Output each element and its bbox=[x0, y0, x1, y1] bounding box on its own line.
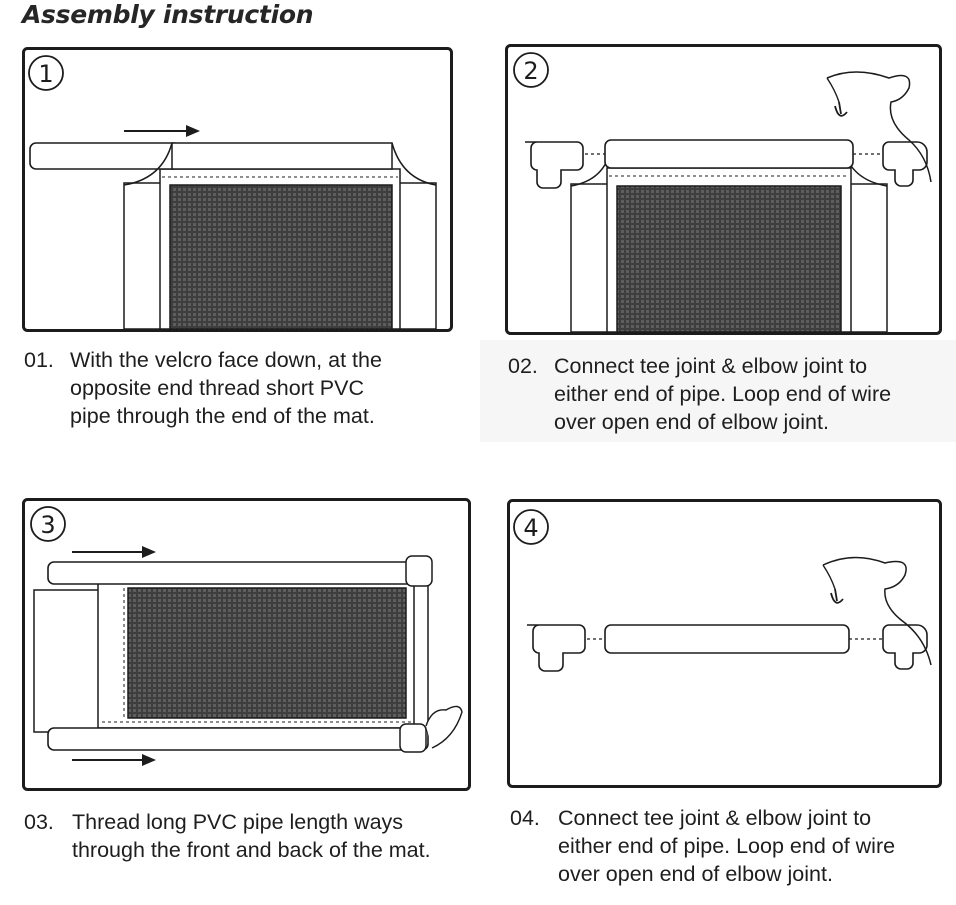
caption-line: With the velcro face down, at the bbox=[70, 348, 382, 372]
step-3-panel: 3 bbox=[22, 498, 472, 792]
caption-line: over open end of elbow joint. bbox=[558, 862, 833, 886]
step-1-illustration: 1 bbox=[22, 47, 453, 332]
caption-line: through the front and back of the mat. bbox=[72, 838, 431, 862]
wire-loop bbox=[822, 556, 932, 666]
caption-line: either end of pipe. Loop end of wire bbox=[554, 382, 892, 406]
step-badge-3 bbox=[30, 506, 66, 542]
caption-line: opposite end thread short PVC bbox=[70, 376, 365, 400]
step-1-panel: 1 bbox=[22, 47, 454, 333]
step-4-illustration: 4 bbox=[507, 499, 942, 788]
pvc-pipe bbox=[604, 624, 850, 654]
tee-joint bbox=[525, 141, 584, 189]
step-badge-4 bbox=[513, 509, 549, 545]
step-number: 04. bbox=[510, 806, 540, 830]
step-4-panel: 4 bbox=[507, 499, 943, 789]
mesh-mat bbox=[127, 587, 407, 719]
step-badge-1 bbox=[28, 55, 64, 91]
tee-joint bbox=[527, 624, 586, 672]
long-pvc-pipe-top bbox=[47, 561, 429, 585]
wire-loop bbox=[826, 71, 932, 183]
hook-icon bbox=[830, 588, 844, 604]
step-badge-3-label: 3 bbox=[40, 511, 55, 539]
step-3-caption: 03. Thread long PVC pipe length ways thr… bbox=[24, 808, 494, 870]
caption-line: over open end of elbow joint. bbox=[554, 410, 829, 434]
step-2-illustration: 2 bbox=[505, 44, 942, 335]
page-title: Assembly instruction bbox=[22, 0, 314, 29]
mesh-mat bbox=[616, 185, 842, 333]
step-1-caption: 01. With the velcro face down, at the op… bbox=[24, 346, 464, 436]
caption-line: Connect tee joint & elbow joint to bbox=[558, 806, 872, 830]
elbow-joint bbox=[882, 624, 928, 670]
step-3-illustration: 3 bbox=[22, 498, 471, 791]
caption-line: Thread long PVC pipe length ways bbox=[72, 810, 404, 834]
elbow-joint bbox=[425, 705, 463, 749]
step-number: 01. bbox=[24, 348, 54, 372]
short-pvc-pipe bbox=[29, 142, 181, 170]
pvc-pipe bbox=[604, 139, 854, 169]
hook-icon bbox=[834, 101, 848, 117]
step-number: 02. bbox=[508, 354, 538, 378]
step-number: 03. bbox=[24, 810, 54, 834]
step-2-panel: 2 bbox=[505, 44, 943, 336]
step-badge-4-label: 4 bbox=[523, 514, 538, 542]
caption-line: pipe through the end of the mat. bbox=[70, 404, 375, 428]
mesh-mat bbox=[169, 184, 393, 330]
caption-line: Connect tee joint & elbow joint to bbox=[554, 354, 868, 378]
caption-line: either end of pipe. Loop end of wire bbox=[558, 834, 896, 858]
step-badge-2 bbox=[513, 52, 549, 88]
caption-shade bbox=[480, 340, 956, 442]
long-pvc-pipe-bottom bbox=[47, 727, 429, 751]
step-badge-2-label: 2 bbox=[523, 57, 538, 85]
step-badge-1-label: 1 bbox=[38, 60, 53, 88]
step-2-caption: 02. Connect tee joint & elbow joint to e… bbox=[508, 352, 948, 442]
step-4-caption: 04. Connect tee joint & elbow joint to e… bbox=[510, 804, 950, 894]
elbow-joint bbox=[882, 141, 928, 187]
